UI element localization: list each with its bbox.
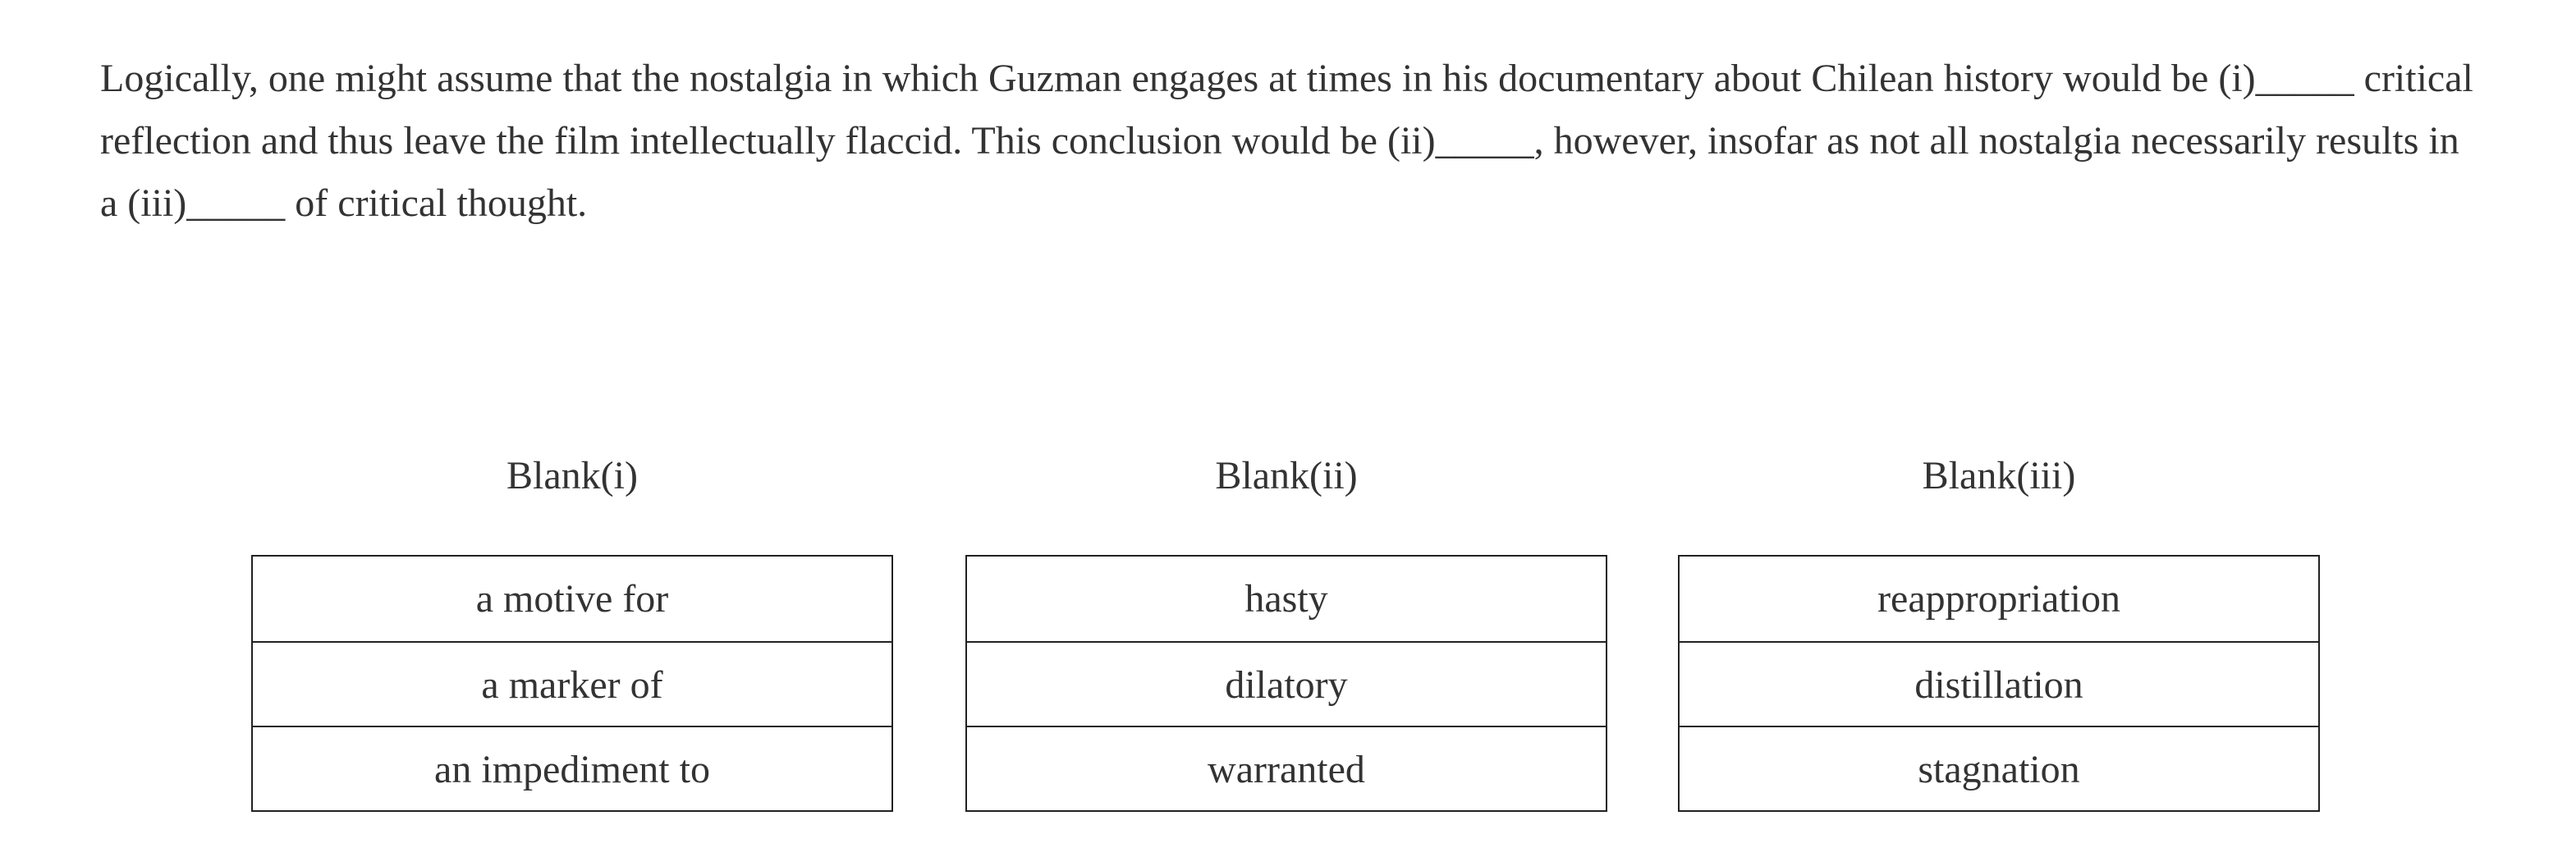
blank-iii-header: Blank(iii)	[1922, 454, 2076, 497]
blank-ii-column: Blank(ii) hasty dilatory warranted	[965, 443, 1607, 812]
blank-i-option-3[interactable]: an impediment to	[253, 726, 892, 810]
blank-iii-options: reappropriation distillation stagnation	[1678, 555, 2320, 812]
blank-i-header: Blank(i)	[506, 454, 638, 497]
blank-i-options: a motive for a marker of an impediment t…	[251, 555, 893, 812]
question-passage: Logically, one might assume that the nos…	[100, 57, 2473, 225]
blank-iii-option-1[interactable]: reappropriation	[1877, 577, 2120, 621]
blank-ii-option-3[interactable]: warranted	[967, 726, 1606, 810]
blank-iii-column: Blank(iii) reappropriation distillation …	[1678, 443, 2320, 812]
blank-ii-options: hasty dilatory warranted	[965, 555, 1607, 812]
blank-i-option-2[interactable]: a marker of	[253, 641, 892, 726]
blank-i-option-1[interactable]: a motive for	[475, 577, 669, 621]
answer-choices: Blank(i) a motive for a marker of an imp…	[0, 443, 2576, 821]
blank-i-column: Blank(i) a motive for a marker of an imp…	[251, 443, 893, 812]
blank-iii-option-2[interactable]: distillation	[1680, 641, 2318, 726]
blank-ii-header: Blank(ii)	[1215, 454, 1358, 497]
blank-iii-option-3[interactable]: stagnation	[1680, 726, 2318, 810]
blank-ii-option-1[interactable]: hasty	[1244, 577, 1328, 621]
blank-ii-option-2[interactable]: dilatory	[967, 641, 1606, 726]
